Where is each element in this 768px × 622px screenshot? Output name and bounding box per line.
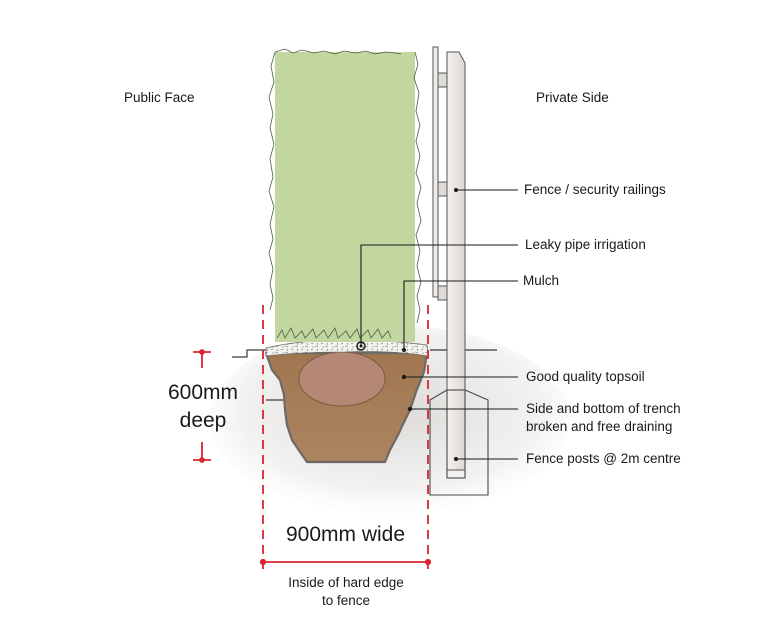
private-side-label: Private Side — [536, 90, 609, 105]
trench-topsoil — [264, 351, 429, 464]
callout-irrigation: Leaky pipe irrigation — [525, 237, 646, 252]
width-note-line2: to fence — [321, 593, 371, 608]
depth-value: 600mm — [167, 381, 239, 404]
depth-word: deep — [179, 409, 227, 432]
leader-dots — [356, 188, 458, 461]
hedge-foliage — [268, 48, 422, 342]
depth-dimension — [193, 349, 211, 463]
callout-topsoil: Good quality topsoil — [526, 369, 645, 384]
width-note-line1: Inside of hard edge — [288, 575, 404, 590]
callout-posts: Fence posts @ 2m centre — [526, 451, 681, 466]
public-face-label: Public Face — [124, 90, 195, 105]
fence-post-footing — [429, 389, 489, 496]
leader-lines — [360, 189, 518, 460]
callout-mulch: Mulch — [523, 273, 560, 288]
fence-railings — [432, 46, 466, 471]
callout-fence: Fence / security railings — [524, 182, 666, 197]
callout-trench-line1: Side and bottom of trench — [526, 401, 681, 416]
root-ball — [298, 351, 386, 407]
width-dimension — [259, 305, 432, 572]
callout-trench-line2: broken and free draining — [526, 419, 673, 434]
width-value: 900mm wide — [285, 523, 406, 546]
hard-edge — [232, 349, 285, 401]
